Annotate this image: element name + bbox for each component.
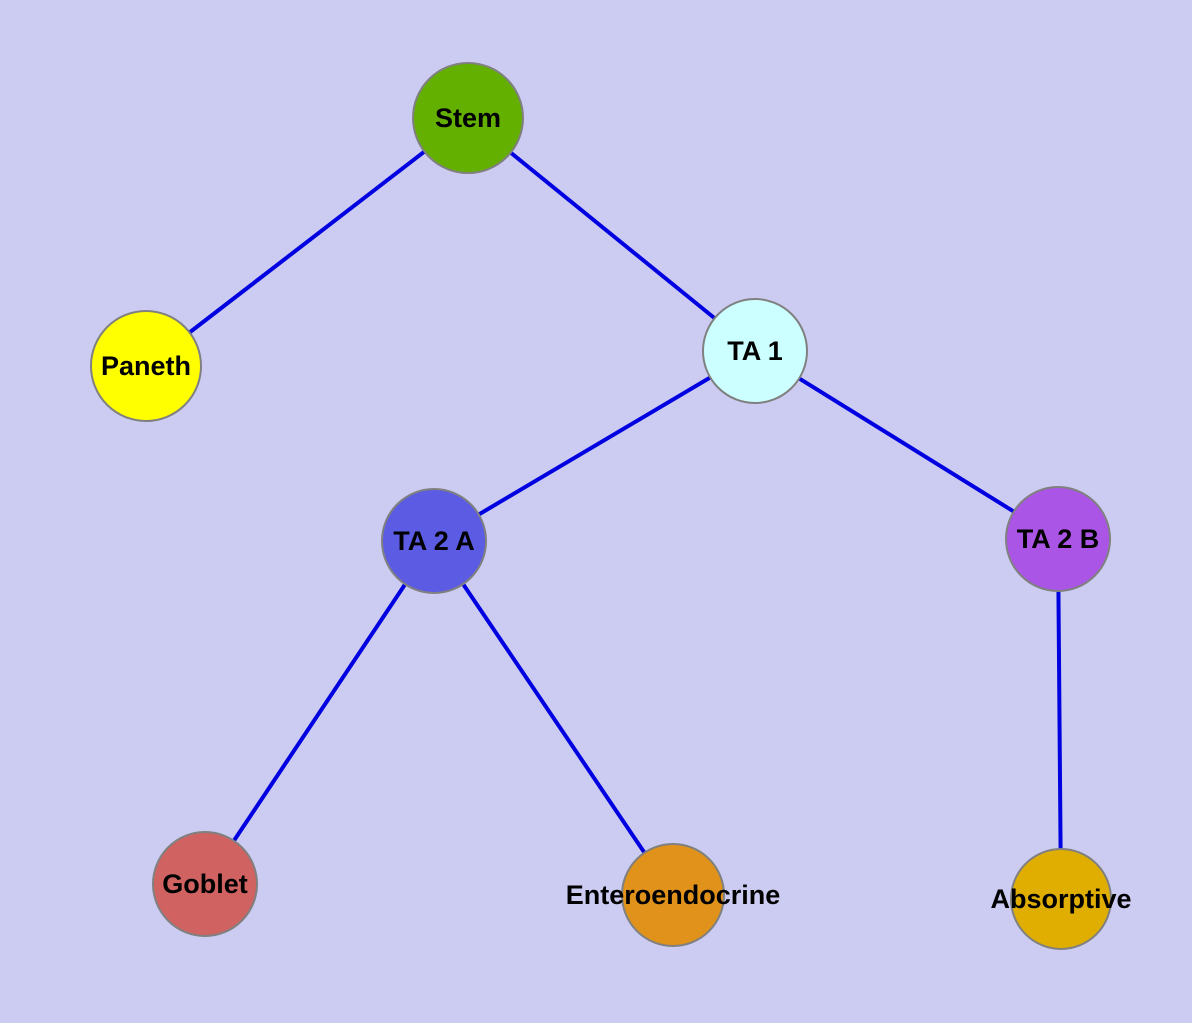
edge-ta2b-to-absorptive <box>1056 538 1063 900</box>
node-ta2a[interactable]: TA 2 A <box>381 488 487 594</box>
edge-ta1-to-ta2b <box>753 349 1060 541</box>
edge-ta1-to-ta2a <box>432 349 757 543</box>
edge-ta2a-to-goblet <box>203 539 436 886</box>
edge-stem-to-paneth <box>144 116 470 368</box>
node-circle-goblet[interactable] <box>152 831 258 937</box>
node-circle-stem[interactable] <box>412 62 524 174</box>
node-circle-paneth[interactable] <box>90 310 202 422</box>
node-goblet[interactable]: Goblet <box>152 831 258 937</box>
node-ta2b[interactable]: TA 2 B <box>1005 486 1111 592</box>
node-circle-ta2a[interactable] <box>381 488 487 594</box>
node-circle-absorptive[interactable] <box>1010 848 1112 950</box>
edge-ta2a-to-enteroendocrine <box>432 539 675 897</box>
node-stem[interactable]: Stem <box>412 62 524 174</box>
edge-stem-to-ta1 <box>466 116 757 353</box>
node-paneth[interactable]: Paneth <box>90 310 202 422</box>
node-circle-ta2b[interactable] <box>1005 486 1111 592</box>
node-circle-ta1[interactable] <box>702 298 808 404</box>
node-ta1[interactable]: TA 1 <box>702 298 808 404</box>
node-circle-enteroendocrine[interactable] <box>621 843 725 947</box>
